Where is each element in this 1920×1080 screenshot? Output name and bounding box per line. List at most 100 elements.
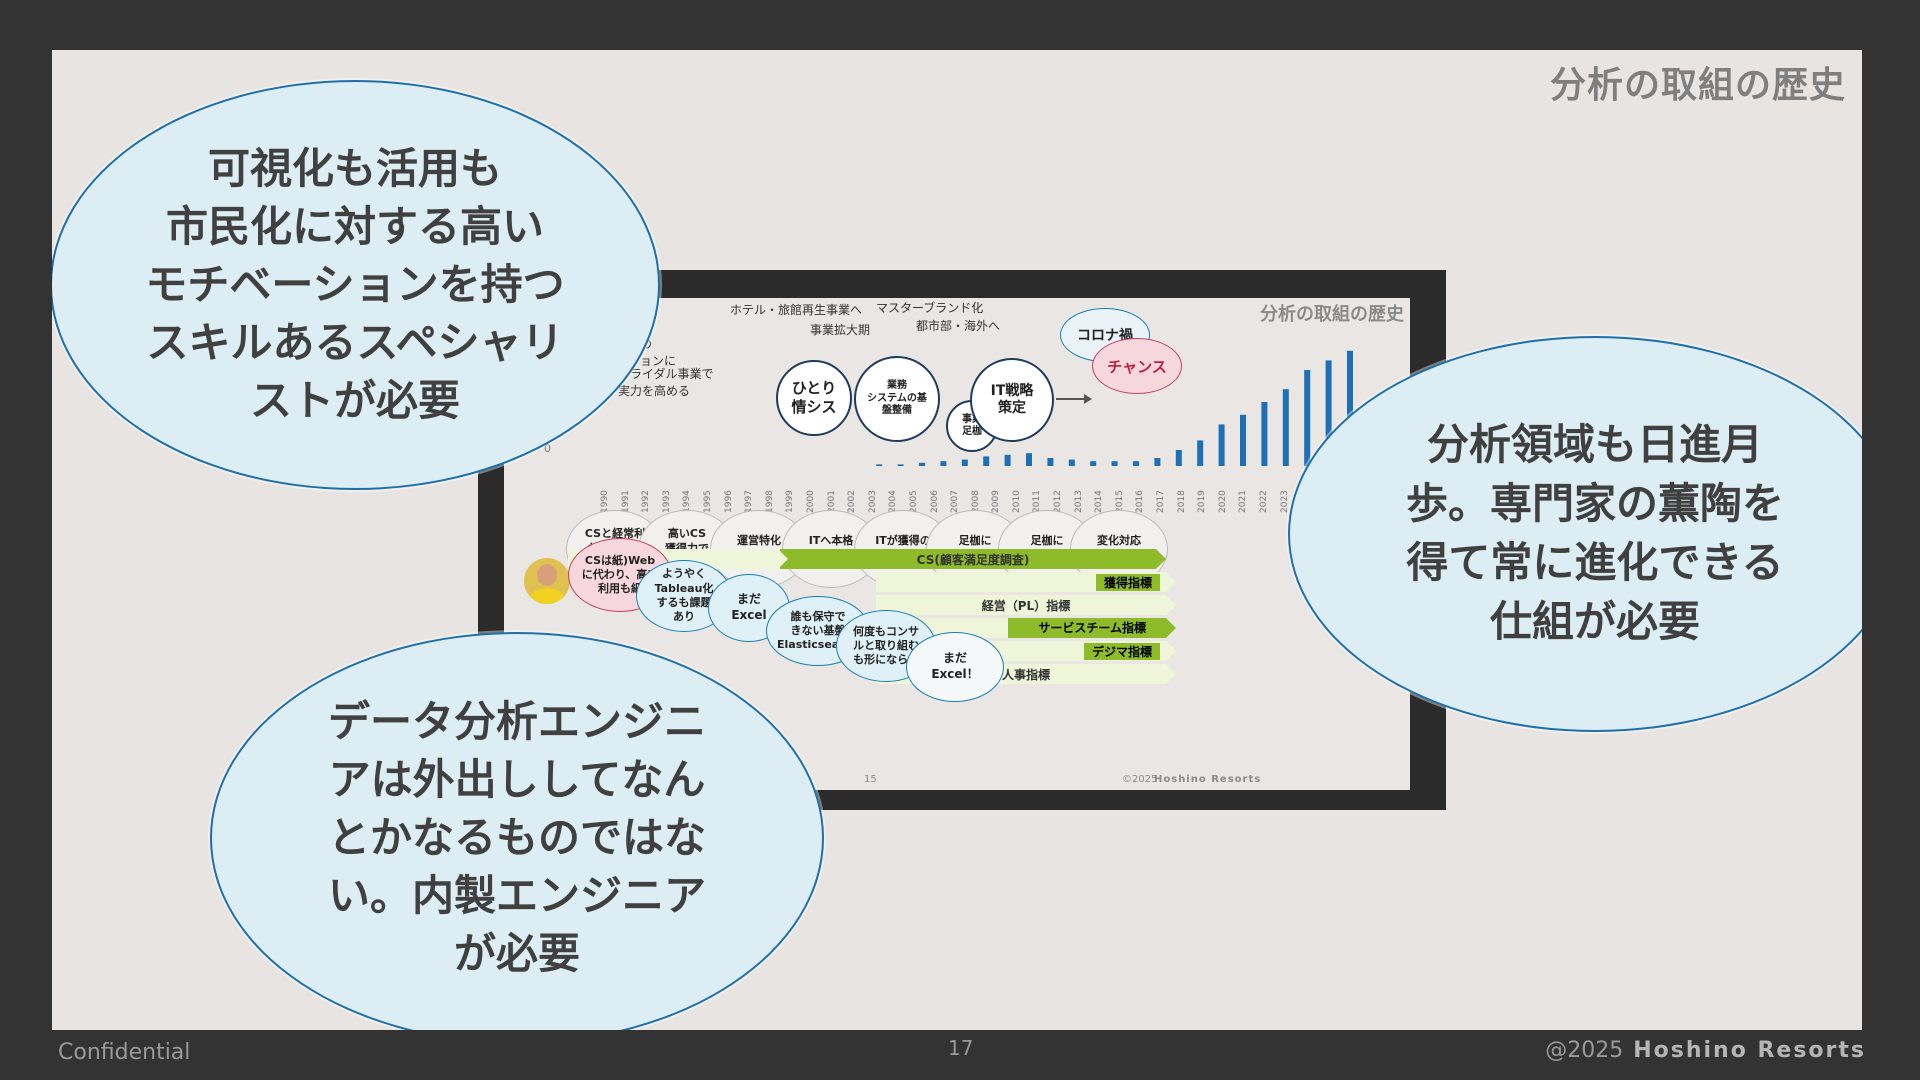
bar bbox=[1240, 415, 1246, 466]
year-tick: 2021 bbox=[1238, 473, 1259, 513]
bar bbox=[1112, 461, 1118, 466]
bar bbox=[876, 464, 882, 466]
year-tick: 2010 bbox=[1012, 473, 1033, 513]
year-tick: 1990 bbox=[600, 473, 621, 513]
slide-title: 分析の取組の歴史 bbox=[1550, 56, 1846, 108]
year-tick: 2018 bbox=[1177, 473, 1198, 513]
callout-line: データ分析エンジニ bbox=[328, 693, 706, 751]
bar bbox=[962, 460, 968, 466]
callout-top-left-text: 可視化も活用も市民化に対する高いモチベーションを持つスキルあるスペシャリストが必… bbox=[145, 140, 564, 430]
bar bbox=[898, 464, 904, 466]
year-tick: 1993 bbox=[662, 473, 683, 513]
year-tick: 2013 bbox=[1074, 473, 1095, 513]
circle-gyomu: 業務 システムの基 盤整備 bbox=[854, 356, 940, 442]
label-expand: 事業拡大期 bbox=[810, 322, 870, 339]
year-tick: 2001 bbox=[827, 473, 848, 513]
confidential-label: Confidential bbox=[58, 1040, 190, 1065]
year-tick: 2016 bbox=[1135, 473, 1156, 513]
bar bbox=[919, 463, 925, 466]
year-tick: 2005 bbox=[909, 473, 930, 513]
year-tick: 1992 bbox=[641, 473, 662, 513]
year-tick: 2019 bbox=[1197, 473, 1218, 513]
callout-line: 仕組が必要 bbox=[1406, 593, 1784, 652]
band-kakutoku-label: 獲得指標 bbox=[1096, 574, 1160, 591]
band-keiei: 経営（PL）指標 bbox=[876, 595, 1176, 615]
label-bridal: ブライダル事業で 実力を高める bbox=[618, 366, 714, 400]
year-tick: 2022 bbox=[1259, 473, 1280, 513]
callout-line: アは外出ししてなん bbox=[328, 751, 706, 809]
bar bbox=[1219, 424, 1225, 466]
label-master: マスターブランド化 bbox=[876, 300, 983, 317]
bar bbox=[1304, 370, 1310, 466]
callout-line: 分析領域も日進月 bbox=[1406, 416, 1784, 475]
callout-line: 市民化に対する高い bbox=[145, 198, 564, 256]
callout-line: 歩。専門家の薫陶を bbox=[1406, 475, 1784, 534]
year-tick: 2003 bbox=[868, 473, 889, 513]
year-tick: 2006 bbox=[930, 473, 951, 513]
bar bbox=[1005, 455, 1011, 466]
bar bbox=[1133, 461, 1139, 466]
bar bbox=[1069, 460, 1075, 466]
bar bbox=[1197, 440, 1203, 466]
year-tick: 2020 bbox=[1218, 473, 1239, 513]
callout-bottom-left-text: データ分析エンジニアは外出ししてなんとかなるものではない。内製エンジニアが必要 bbox=[328, 693, 706, 983]
circle-hitori: ひとり 情シス bbox=[776, 360, 852, 436]
year-tick: 2008 bbox=[971, 473, 992, 513]
embedded-copyright: ©2025 bbox=[1122, 774, 1157, 785]
callout-line: ストが必要 bbox=[145, 372, 564, 430]
copyright-text: @2025 bbox=[1545, 1038, 1623, 1063]
label-hotel: ホテル・旅館再生事業へ bbox=[730, 302, 862, 319]
bar bbox=[1283, 389, 1289, 466]
year-tick: 1991 bbox=[621, 473, 642, 513]
band-cs: CS(顧客満足度調査) bbox=[780, 549, 1166, 569]
year-tick: 1997 bbox=[744, 473, 765, 513]
callout-line: モチベーションを持つ bbox=[145, 256, 564, 314]
bar bbox=[1047, 458, 1053, 466]
year-tick: 2012 bbox=[1053, 473, 1074, 513]
bar bbox=[983, 456, 989, 466]
year-tick: 2014 bbox=[1094, 473, 1115, 513]
embedded-brand: Hoshino Resorts bbox=[1154, 774, 1261, 785]
year-tick: 1994 bbox=[682, 473, 703, 513]
year-tick: 2011 bbox=[1032, 473, 1053, 513]
bar bbox=[1261, 402, 1267, 466]
bar bbox=[1026, 453, 1032, 466]
embedded-page-number: 15 bbox=[864, 774, 877, 785]
band-dejima-label: デジマ指標 bbox=[1084, 643, 1160, 660]
callout-line: 得て常に進化できる bbox=[1406, 534, 1784, 593]
band-kakutoku: 獲得指標 bbox=[876, 572, 1176, 592]
chance-label: チャンス bbox=[1092, 338, 1182, 394]
year-tick: 1999 bbox=[785, 473, 806, 513]
year-tick: 1998 bbox=[765, 473, 786, 513]
bubble-excel-2: まだ Excel！ bbox=[906, 632, 1004, 702]
callout-line: スキルあるスペシャリ bbox=[145, 314, 564, 372]
band-service-label: サービスチーム指標 bbox=[1008, 618, 1176, 638]
callout-line: が必要 bbox=[328, 925, 706, 983]
slide: 分析の取組の歴史 分析の取組の歴史 ホテル・旅館再生事業へ 事業拡大期 マスター… bbox=[52, 50, 1862, 1030]
brand-logo: Hoshino Resorts bbox=[1633, 1038, 1866, 1063]
callout-line: い。内製エンジニア bbox=[328, 867, 706, 925]
year-tick: 2015 bbox=[1115, 473, 1136, 513]
year-tick: 1995 bbox=[703, 473, 724, 513]
avatar bbox=[524, 558, 570, 604]
year-tick: 2004 bbox=[888, 473, 909, 513]
year-tick: 1996 bbox=[724, 473, 745, 513]
bar bbox=[1154, 458, 1160, 466]
arrow-icon bbox=[1054, 392, 1094, 406]
bar bbox=[1090, 461, 1096, 466]
bar bbox=[940, 461, 946, 466]
year-tick: 2007 bbox=[950, 473, 971, 513]
bar bbox=[1176, 450, 1182, 466]
callout-line: とかなるものではな bbox=[328, 809, 706, 867]
year-tick: 2000 bbox=[806, 473, 827, 513]
page-number: 17 bbox=[948, 1036, 973, 1060]
callout-line: 可視化も活用も bbox=[145, 140, 564, 198]
footer-copyright: @2025 Hoshino Resorts bbox=[1545, 1038, 1866, 1063]
year-tick: 2017 bbox=[1156, 473, 1177, 513]
callout-right-text: 分析領域も日進月歩。専門家の薫陶を得て常に進化できる仕組が必要 bbox=[1406, 416, 1784, 651]
year-tick: 2009 bbox=[991, 473, 1012, 513]
callout-bottom-left: データ分析エンジニアは外出ししてなんとかなるものではない。内製エンジニアが必要 bbox=[210, 632, 824, 1030]
callout-top-left: 可視化も活用も市民化に対する高いモチベーションを持つスキルあるスペシャリストが必… bbox=[52, 80, 660, 490]
label-urban: 都市部・海外へ bbox=[916, 318, 1000, 335]
